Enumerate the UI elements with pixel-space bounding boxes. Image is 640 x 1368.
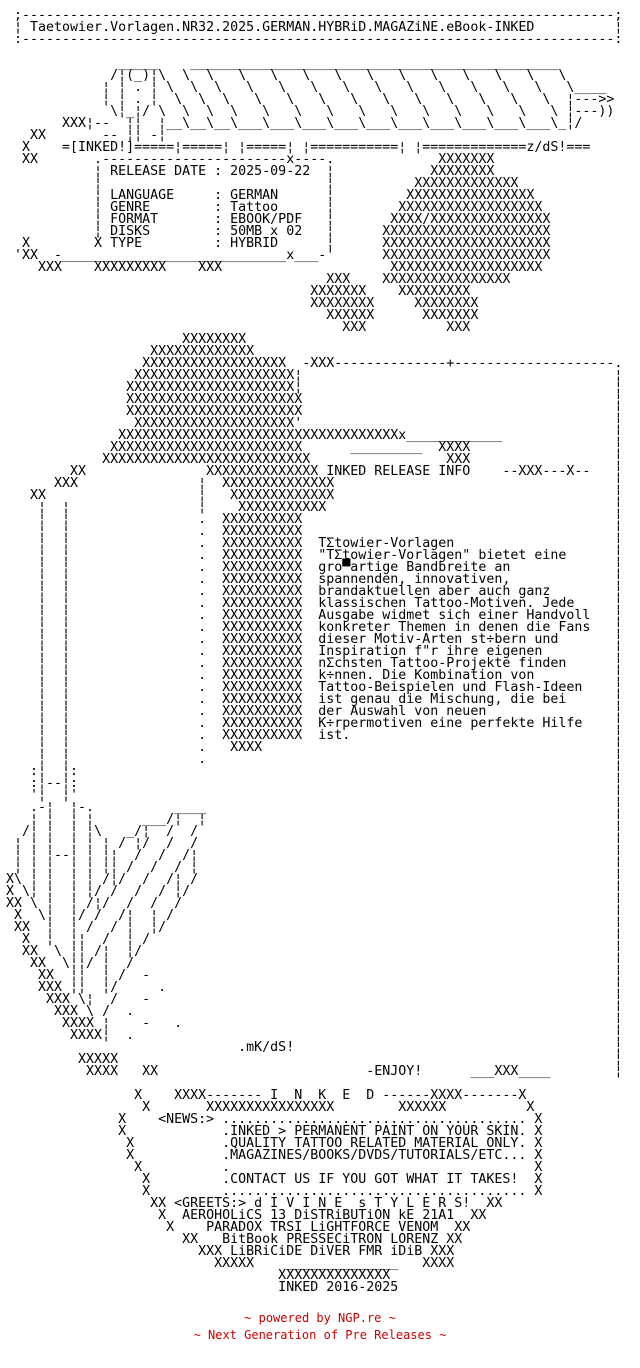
- nfo-ascii-art: ;---------------------------------------…: [6, 8, 623, 1295]
- powered-by-text: ~ powered by NGP.re ~: [244, 1311, 396, 1325]
- footer: ~ powered by NGP.re ~ ~ Next Generation …: [0, 1310, 640, 1344]
- tagline-text: ~ Next Generation of Pre Releases ~: [193, 1328, 447, 1342]
